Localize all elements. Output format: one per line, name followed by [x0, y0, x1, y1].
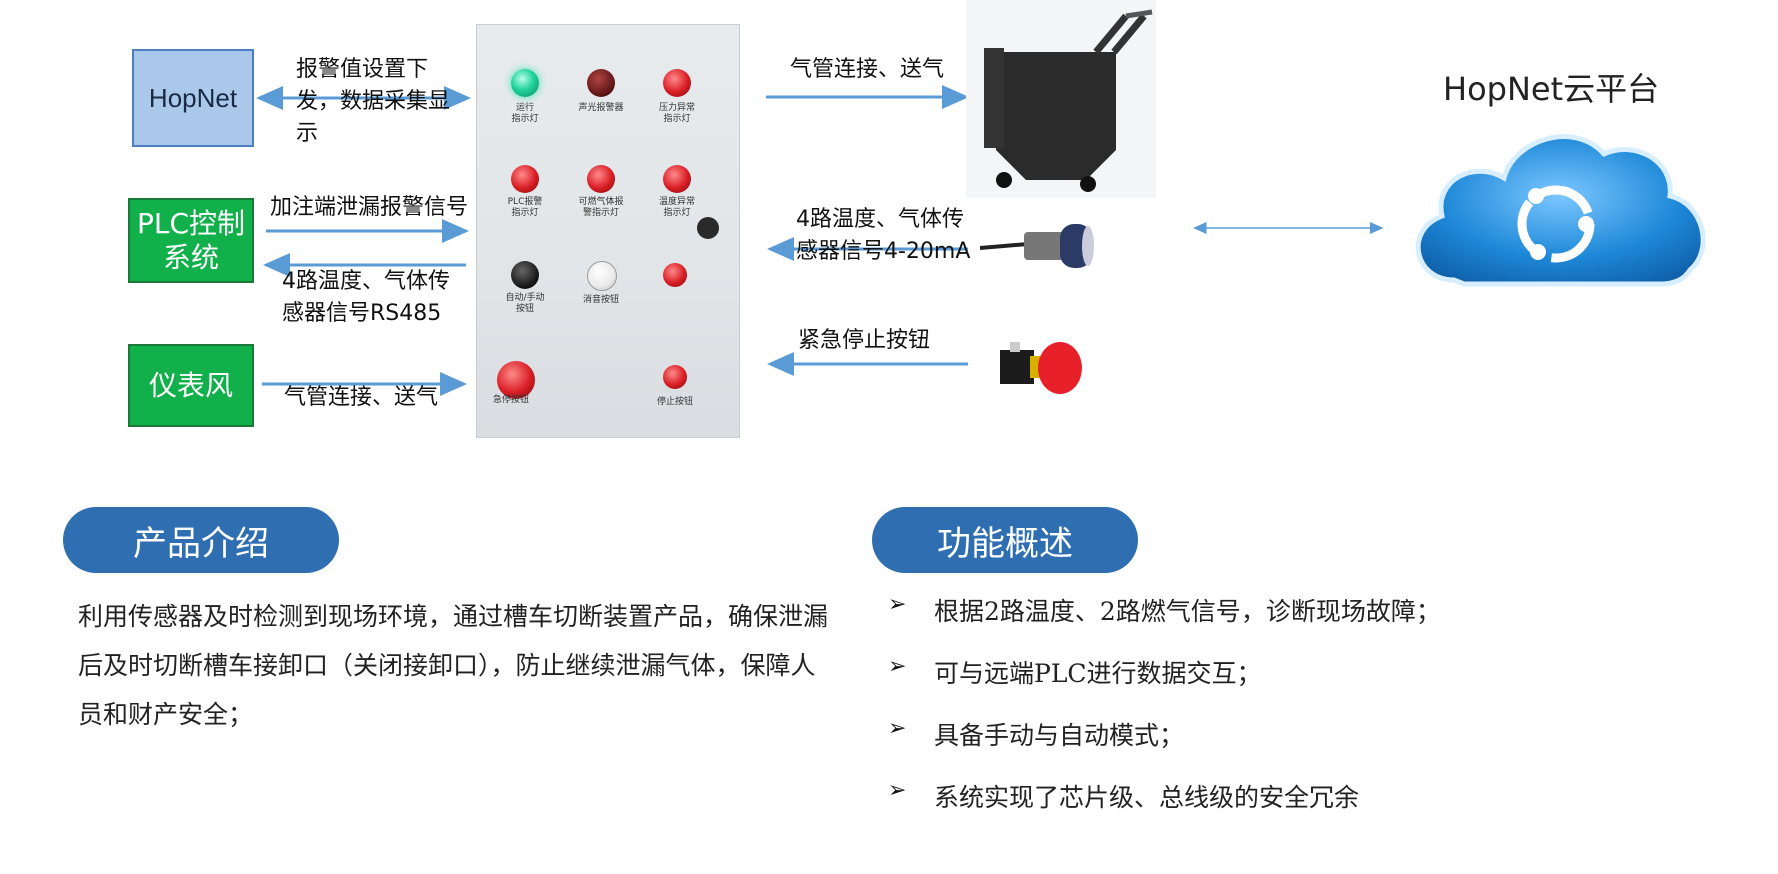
feature-text: 可与远端PLC进行数据交互； [934, 659, 1262, 688]
temperature-alarm-lamp [663, 165, 691, 193]
label-leak-signal: 加注端泄漏报警信号 [270, 195, 469, 220]
control-panel-image: 运行 指示灯 声光报警器 压力异常 指示灯 PLC报警 指示灯 可燃气体报 警指… [476, 24, 740, 438]
emergency-stop-button [497, 361, 535, 399]
panel-label-temp: 温度异常 指示灯 [658, 197, 695, 218]
label-air-left: 气管连接、送气 [284, 385, 439, 410]
feature-item: ➢ 可与远端PLC进行数据交互； [888, 654, 1688, 716]
features-section-title: 功能概述 [872, 507, 1138, 573]
gas-alarm-lamp [587, 165, 615, 193]
plc-control-box: PLC控制 系统 [128, 198, 254, 283]
panel-label-mute: 消音按钮 [582, 295, 619, 305]
emergency-stop-image [1000, 342, 1082, 394]
instrument-air-box: 仪表风 [128, 344, 254, 427]
label-alarm-setting: 报警值设置下 发，数据采集显 示 [296, 57, 451, 146]
mute-button [587, 261, 617, 291]
feature-item: ➢ 根据2路温度、2路燃气信号，诊断现场故障； [888, 592, 1688, 654]
panel-label-estop: 急停按钮 [492, 395, 529, 405]
feature-text: 系统实现了芯片级、总线级的安全冗余 [934, 783, 1360, 812]
panel-label-auto-manual: 自动/手动 按钮 [505, 293, 545, 314]
label-estop: 紧急停止按钮 [798, 328, 931, 353]
tanker-cart-image [966, 0, 1156, 198]
label-rs485: 4路温度、气体传 感器信号RS485 [282, 269, 450, 326]
alarm-siren-lamp [587, 69, 615, 97]
key-switch-icon [697, 217, 719, 239]
panel-label-pressure: 压力异常 指示灯 [658, 103, 695, 124]
panel-label-stop: 停止按钮 [656, 397, 693, 407]
hopnet-box: HopNet [132, 49, 254, 147]
feature-item: ➢ 具备手动与自动模式； [888, 716, 1688, 778]
plc-alarm-lamp [511, 165, 539, 193]
run-indicator-lamp [511, 69, 539, 97]
feature-item: ➢ 系统实现了芯片级、总线级的安全冗余 [888, 778, 1688, 840]
intro-paragraph: 利用传感器及时检测到现场环境，通过槽车切断装置产品，确保泄漏后及时切断槽车接卸口… [78, 602, 829, 729]
auto-manual-knob [511, 261, 539, 289]
pressure-alarm-lamp [663, 69, 691, 97]
gas-sensor-image [980, 224, 1094, 268]
intro-section-title: 产品介绍 [63, 507, 339, 573]
feature-text: 具备手动与自动模式； [934, 721, 1185, 750]
arrow-bullet-icon: ➢ [888, 654, 907, 679]
stop-button [663, 365, 687, 389]
cloud-icon [1415, 134, 1706, 287]
feature-text: 根据2路温度、2路燃气信号，诊断现场故障； [934, 597, 1441, 626]
panel-label-siren: 声光报警器 [578, 103, 624, 113]
features-list: ➢ 根据2路温度、2路燃气信号，诊断现场故障； ➢ 可与远端PLC进行数据交互； ➢… [888, 592, 1688, 840]
panel-label-run: 运行 指示灯 [511, 103, 539, 124]
panel-label-gas: 可燃气体报 警指示灯 [578, 197, 624, 218]
label-air-right: 气管连接、送气 [790, 57, 945, 82]
arrow-bullet-icon: ➢ [888, 778, 907, 803]
label-420ma: 4路温度、气体传 感器信号4-20mA [796, 207, 971, 264]
arrow-bullet-icon: ➢ [888, 592, 907, 617]
spare-button [663, 263, 687, 287]
arrow-bullet-icon: ➢ [888, 716, 907, 741]
cloud-platform-title: HopNet云平台 [1443, 70, 1660, 108]
panel-label-plc: PLC报警 指示灯 [507, 197, 543, 218]
